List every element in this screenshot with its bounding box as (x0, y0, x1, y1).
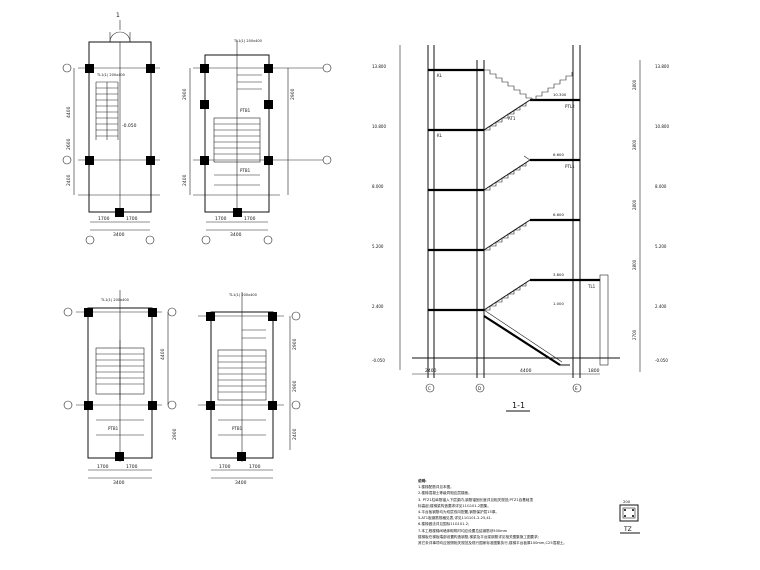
plan1-dim-bottom-2: 1700 (126, 216, 138, 222)
section-dim-bottom-3: 1800 (588, 368, 600, 374)
level-left-6: -0.050 (372, 358, 385, 363)
note-item-3: 3. PTZ1柱纵筋锚入下层梁内,钢筋锚固长度详见相关规范;PTZ1自基础顶 (418, 497, 533, 502)
landing-level-1: 10.300 (553, 92, 567, 97)
tz-detail: 200 TZ (619, 499, 640, 534)
level-right-2: 10.800 (655, 124, 669, 129)
notes-title: 说明: (418, 479, 427, 483)
plan1-section-mark: 1 (116, 12, 120, 19)
plan2-dim-side-1: 2900 (182, 88, 188, 100)
note-item-9: 楼梯板在梯板端部设置构造钢筋,梯梁及平台梁钢筋详见相关图集施工图要求; (418, 534, 539, 539)
plan3-dim-side-2: 2900 (172, 428, 178, 440)
section-label-ptl2: PTL2 (565, 104, 575, 109)
section-dim-bottom-1: 2400 (425, 368, 437, 374)
section-label-kl: KL (437, 73, 443, 78)
landing-level-4: 3.800 (553, 272, 564, 277)
dim-right-4: 2800 (632, 259, 637, 270)
note-item-5: 4.平台板钢筋均为双层双向配置,钢筋保护层15厚。 (418, 510, 500, 515)
landing-level-3: 6.600 (553, 212, 564, 217)
plan4-beam-label: TL1(1) 200x400 (228, 293, 257, 297)
note-item-2: 2.楼梯混凝土等级同相应层楼面。 (418, 491, 472, 496)
dim-right-5: 2700 (632, 329, 637, 340)
plan2-mid-label: PTB1 (240, 108, 251, 113)
dim-right-3: 2800 (632, 199, 637, 210)
landing-level-5: 1.000 (553, 301, 564, 306)
plan4-dim-side-2: 2900 (292, 380, 298, 392)
stair-plan-1: -0.050 TL1(1) 200x400 1 1700 1700 3400 4… (62, 12, 160, 245)
tz-detail-label: TZ (623, 526, 632, 533)
plan2-dim-bottom-2: 1700 (244, 216, 256, 222)
level-left-4: 5.200 (372, 244, 384, 249)
dim-right-1: 2800 (632, 79, 637, 90)
dim-right-2: 2800 (632, 139, 637, 150)
section-axis-e: E (575, 386, 578, 391)
design-notes: 说明: 1.楼梯配筋详见本图。 2.楼梯混凝土等级同相应层楼面。 3. PTZ1… (418, 478, 618, 546)
plan1-beam-label: TL1(1) 200x400 (96, 73, 125, 77)
level-right-1: 13.800 (655, 64, 669, 69)
plan4-dim-bottom-1: 1700 (219, 464, 231, 470)
section-title: 1-1 (512, 401, 525, 410)
level-right-4: 5.200 (655, 244, 667, 249)
landing-level-2: 6.600 (553, 152, 564, 157)
section-axis-d: D (478, 386, 481, 391)
stair-plan-3: TL1(1) 200x400 PTB1 1700 1700 3400 4400 … (63, 290, 178, 486)
level-left-5: 2.400 (372, 304, 384, 309)
level-right-3: 8.000 (655, 184, 667, 189)
plan1-dim-bottom-1: 1700 (98, 216, 110, 222)
plan1-dim-total: 3400 (113, 232, 125, 238)
note-item-1: 1.楼梯配筋详见本图。 (418, 485, 454, 490)
level-left-3: 8.000 (372, 184, 384, 189)
section-label-tl1: TL1 (587, 284, 596, 289)
tz-detail-dim: 200 (623, 499, 631, 504)
plan2-dim-bottom-1: 1700 (215, 216, 227, 222)
note-item-7: 6.楼梯做法详见国标11G101-2; (418, 522, 470, 527)
plan2-top-label: TL1(1) 200x400 (233, 39, 262, 43)
plan3-beam-label: TL1(1) 200x400 (100, 298, 129, 302)
plan3-dim-side-1: 4400 (160, 348, 166, 360)
plan2-low-label: PTB1 (240, 168, 251, 173)
plan3-dim-total: 3400 (113, 480, 125, 486)
section-1-1: KL PTL2 AT1 KL PTL1 TL1 10.300 6.600 6.6… (372, 45, 669, 412)
note-item-10: 其它未详事项均应按照相关规范及现行国家标准图集执行,楼梯平台板厚100mm,C2… (418, 541, 568, 546)
section-axis-c: C (428, 386, 431, 391)
plan1-dim-side-1: 4400 (66, 106, 72, 118)
plan1-dim-side-2: 2600 (66, 138, 72, 150)
note-item-4: 标高起;楼梯梁构造要求详见11G101-2图集。 (418, 503, 491, 508)
section-label-kl-2: KL (437, 133, 443, 138)
plan4-mid-label: PTB1 (232, 426, 243, 431)
section-dim-bottom-2: 4400 (520, 368, 532, 374)
plan4-dim-side-3: 2400 (292, 428, 298, 440)
plan3-dim-bottom-2: 1700 (126, 464, 138, 470)
level-left-2: 10.800 (372, 124, 386, 129)
level-right-5: 2.400 (655, 304, 667, 309)
note-item-8: 7.本工程楼梯间墙体砌筑时均应设置拉结钢筋@500mm (418, 528, 508, 533)
plan3-mid-label: PTB1 (108, 426, 119, 431)
level-right-6: -0.050 (655, 358, 668, 363)
plan1-level-label: -0.050 (122, 123, 137, 129)
plan2-dim-side-3: 2400 (182, 174, 188, 186)
note-item-6: 5.AT1板钢筋规格见表,详见11G101-2-25,41. (418, 516, 493, 521)
section-label-at1: AT1 (508, 116, 516, 121)
stair-plan-4: TL1(1) 200x400 PTB1 1700 1700 3400 2900 … (198, 292, 301, 486)
section-label-ptl1: PTL1 (565, 164, 575, 169)
plan1-dim-side-3: 2400 (66, 174, 72, 186)
stair-plan-2: TL1(1) 200x400 PTB1 PTB1 1700 1700 3400 … (182, 39, 332, 245)
plan3-dim-bottom-1: 1700 (97, 464, 109, 470)
plan2-dim-total: 3400 (230, 232, 242, 238)
plan4-dim-total: 3400 (235, 480, 247, 486)
plan4-dim-bottom-2: 1700 (249, 464, 261, 470)
plan4-dim-side-1: 2900 (292, 338, 298, 350)
level-left-1: 13.800 (372, 64, 386, 69)
plan2-dim-side-2: 2900 (290, 88, 296, 100)
